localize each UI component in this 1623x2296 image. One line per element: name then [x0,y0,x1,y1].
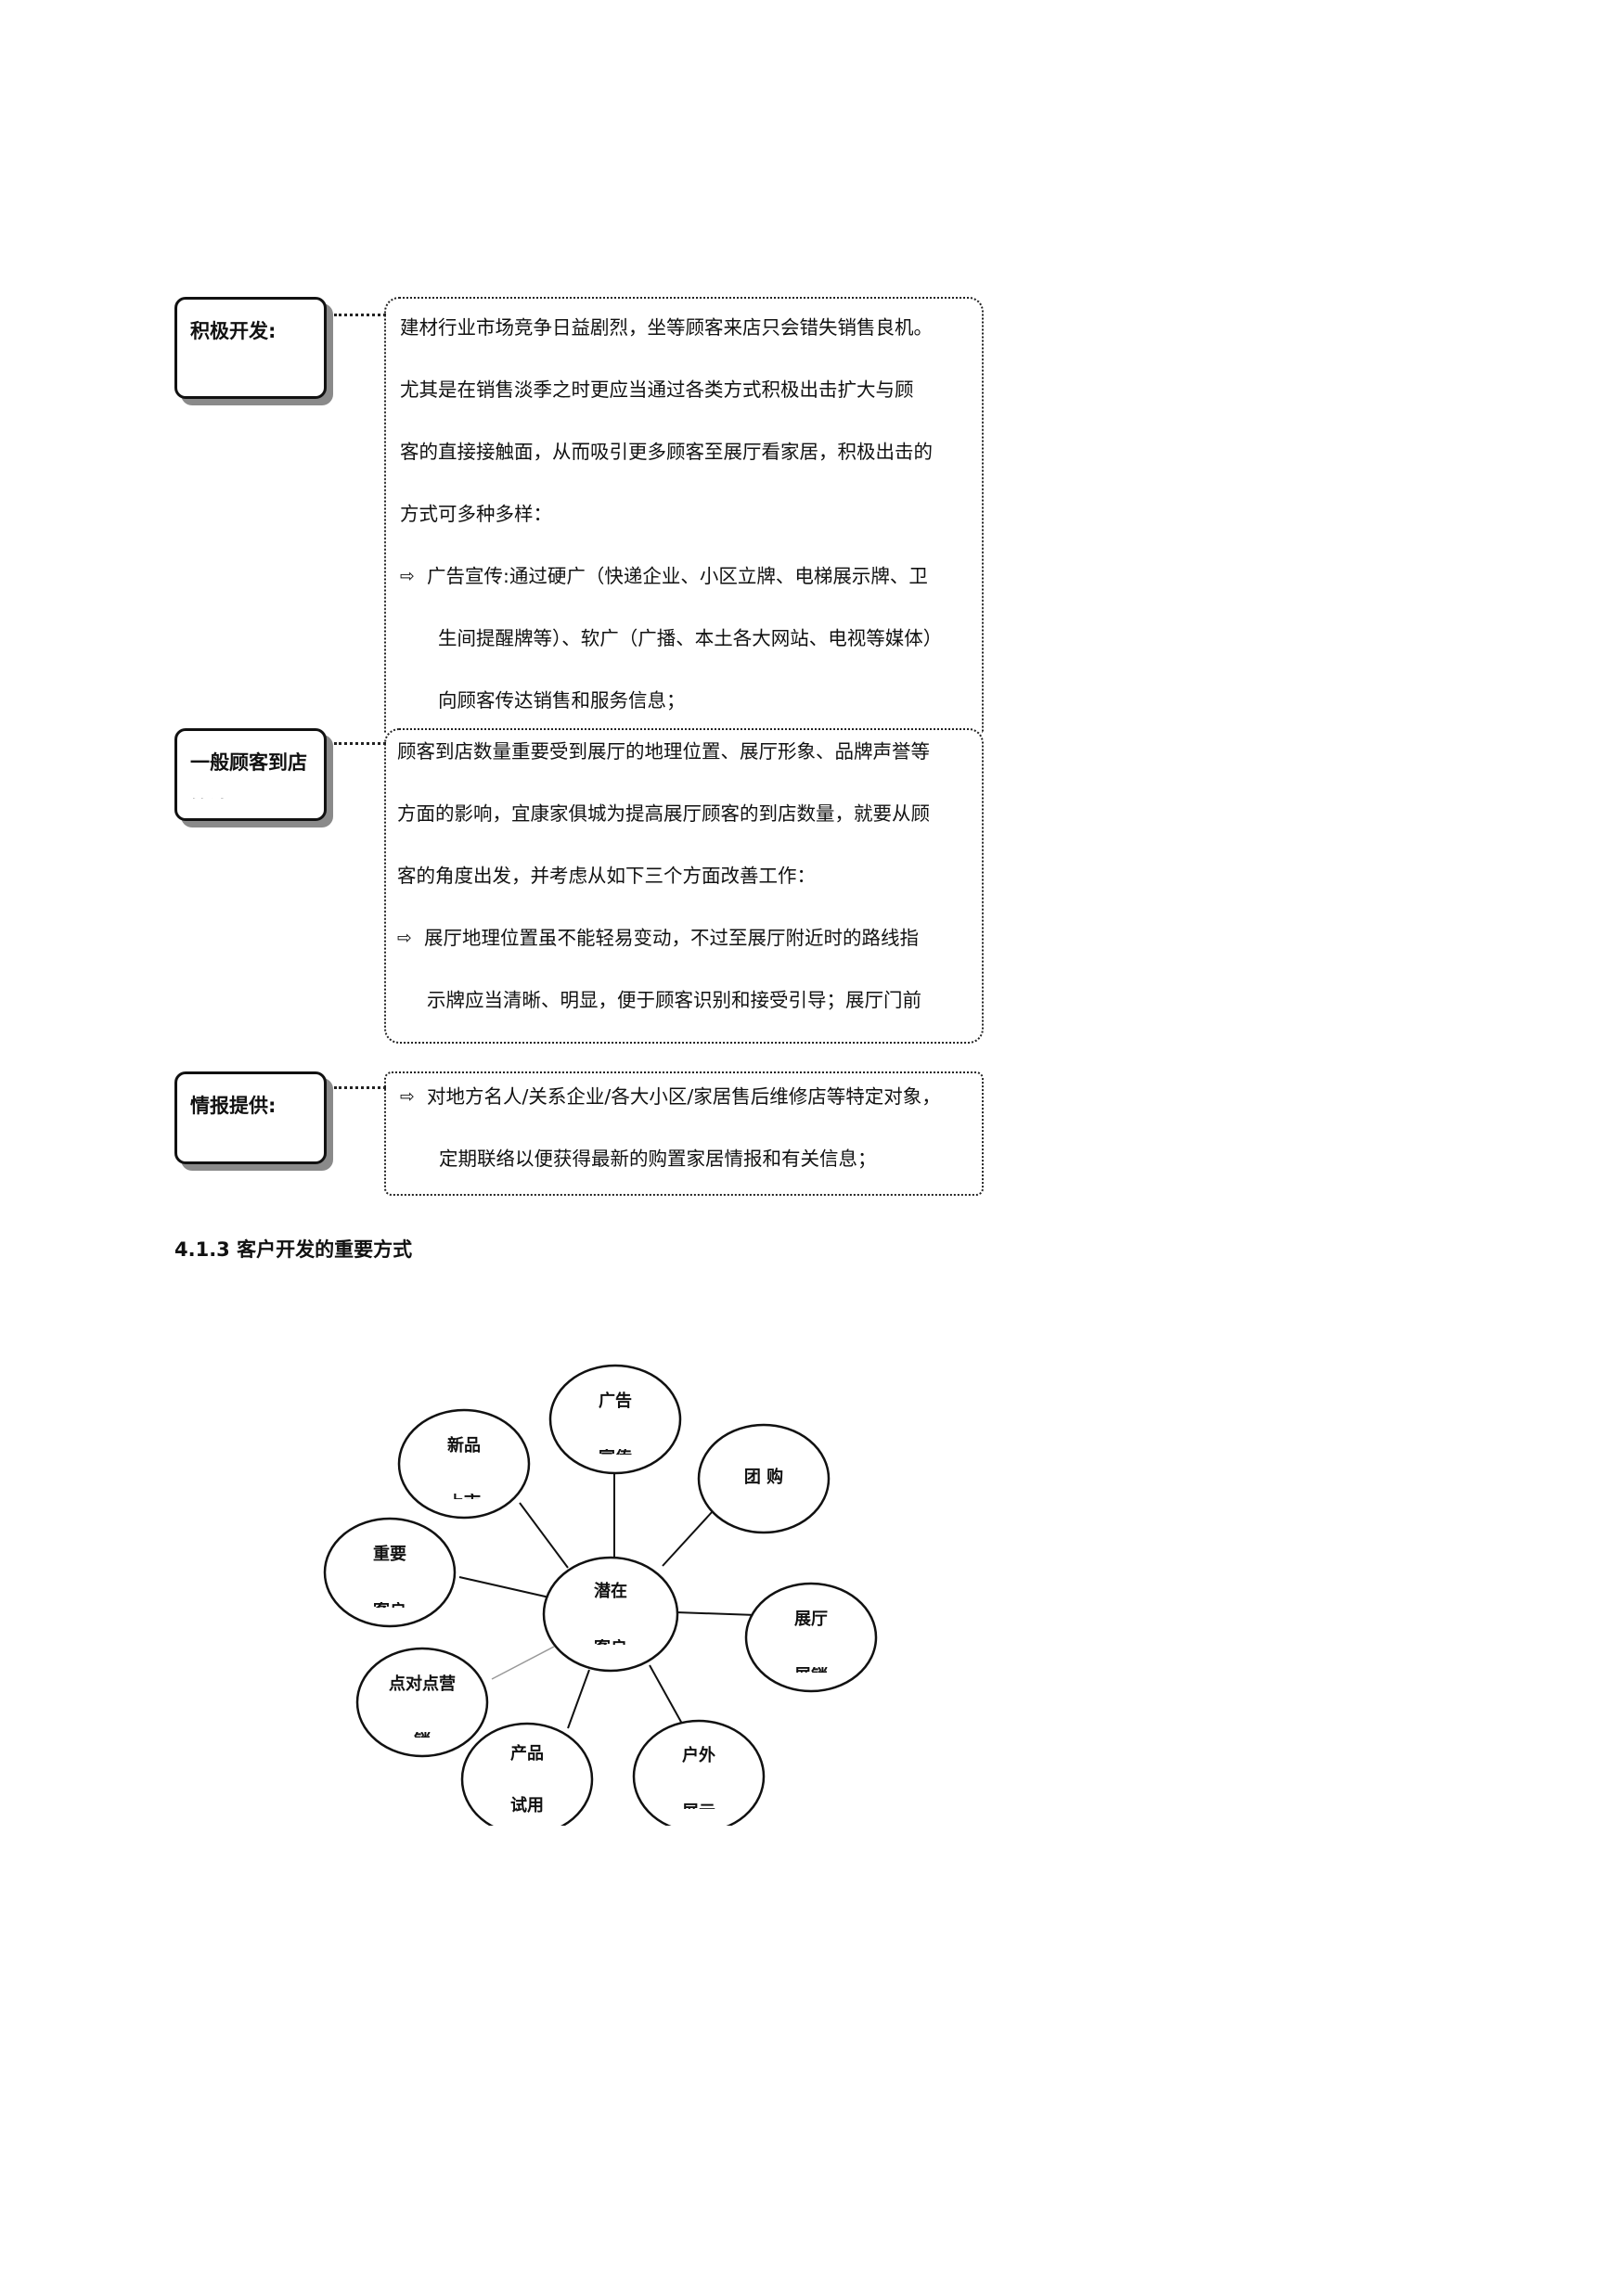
node-trial-label: 产品 [510,1744,544,1764]
node-new-label-2: 上市 [399,1494,529,1499]
node-ad-label-2: 宣传 [550,1449,680,1455]
arrow-icon: ⇨ [400,1086,415,1107]
node-new-circle [397,1408,531,1520]
label-line: 管法 [190,786,324,799]
node-key-label-2: 客户 [325,1602,455,1608]
node-center-label: 潜在 [594,1582,627,1601]
node-outdoor-label-2: 展示 [634,1803,764,1809]
node-show-label-2: 展销 [746,1667,876,1673]
node-p2p-label: 点对点营 [389,1674,456,1694]
bullet-line: 生间提醒牌等）、软广（广播、本土各大网站、电视等媒体） [438,627,943,649]
connector-trial [567,1669,590,1729]
paragraph-line: 建材行业市场竞争日益剧烈，坐等顾客来店只会错失销售良机。 [400,316,933,339]
connector-key [458,1576,550,1598]
bullet-line: 向顾客传达销售和服务信息； [438,689,686,712]
connector-outdoor [649,1664,683,1725]
label-customer-visits: 一般顾客到店 管法 [174,728,327,821]
text-box-active-development: 建材行业市场竞争日益剧烈，坐等顾客来店只会错失销售良机。 尤其是在销售淡季之时更… [384,297,984,733]
paragraph-line: 客的角度出发，并考虑从如下三个方面改善工作： [397,865,816,887]
connector-show [675,1611,757,1616]
bullet-line: 展厅地理位置虽不能轻易变动，不过至展厅附近时的路线指 [424,927,919,949]
bullet-line: 对地方名人/关系企业/各大小区/家居售后维修店等特定对象， [427,1085,941,1108]
section-heading: 4.1.3 客户开发的重要方式 [174,1238,413,1261]
bullet-item: ⇨ 广告宣传:通过硬广（快递企业、小区立牌、电梯展示牌、卫 [400,545,982,608]
arrow-icon: ⇨ [397,928,412,948]
node-ad-label: 广告 [599,1392,632,1411]
paragraph-line: 方式可多种多样： [400,503,552,525]
paragraph-line: 顾客到店数量重要受到展厅的地理位置、展厅形象、品牌声誉等 [397,740,930,763]
connector-p2p [491,1646,555,1680]
node-outdoor-circle [632,1719,766,1834]
label-active-development: 积极开发: [174,297,327,399]
node-trial-circle [460,1722,594,1837]
connector-group [662,1488,734,1567]
label-line: 一般顾客到店 [190,751,307,774]
node-center-label-2: 客户 [546,1639,676,1645]
bullet-line: 定期联络以便获得最新的购置家居情报和有关信息； [439,1148,877,1170]
paragraph-line: 尤其是在销售淡季之时更应当通过各类方式积极出击扩大与顾 [400,378,914,401]
bullet-line: 广告宣传:通过硬广（快递企业、小区立牌、电梯展示牌、卫 [427,565,928,587]
bullet-item: ⇨ 展厅地理位置虽不能轻易变动，不过至展厅附近时的路线指 [397,907,982,969]
label-line: 情报提供: [190,1095,277,1117]
node-p2p-circle [355,1647,489,1758]
node-center-circle [542,1556,679,1673]
label-intelligence: 情报提供: [174,1071,327,1164]
page-edge-cover [445,1826,742,1863]
node-trial-label-2: 试用 [510,1796,544,1815]
bullet-item: ⇨ 对地方名人/关系企业/各大小区/家居售后维修店等特定对象， [400,1073,982,1128]
label-line: 积极开发: [190,320,277,342]
node-outdoor-label: 户外 [682,1746,715,1765]
node-p2p-label-2: 销 [357,1732,487,1738]
node-show-label: 展厅 [794,1610,828,1629]
dotted-connector [334,1086,386,1089]
node-group-label: 团 购 [743,1468,784,1487]
node-new-label: 新品 [447,1436,481,1456]
arrow-icon: ⇨ [400,566,415,586]
dotted-connector [334,314,386,316]
paragraph-line: 方面的影响，宜康家俱城为提高展厅顾客的到店数量，就要从顾 [397,802,930,825]
node-key-circle [323,1517,457,1628]
paragraph-line: 客的直接接触面，从而吸引更多顾客至展厅看家居，积极出击的 [400,441,933,463]
bullet-line: 示牌应当清晰、明显，便于顾客识别和接受引导；展厅门前 [427,989,921,1011]
text-box-customer-visits: 顾客到店数量重要受到展厅的地理位置、展厅形象、品牌声誉等 方面的影响，宜康家俱城… [384,728,984,1044]
node-show-circle [744,1582,878,1693]
text-box-intelligence: ⇨ 对地方名人/关系企业/各大小区/家居售后维修店等特定对象， 定期联络以便获得… [384,1071,984,1196]
node-key-label: 重要 [373,1545,406,1564]
connector-new [519,1502,569,1569]
node-ad-circle [548,1364,682,1475]
dotted-connector [334,742,386,745]
